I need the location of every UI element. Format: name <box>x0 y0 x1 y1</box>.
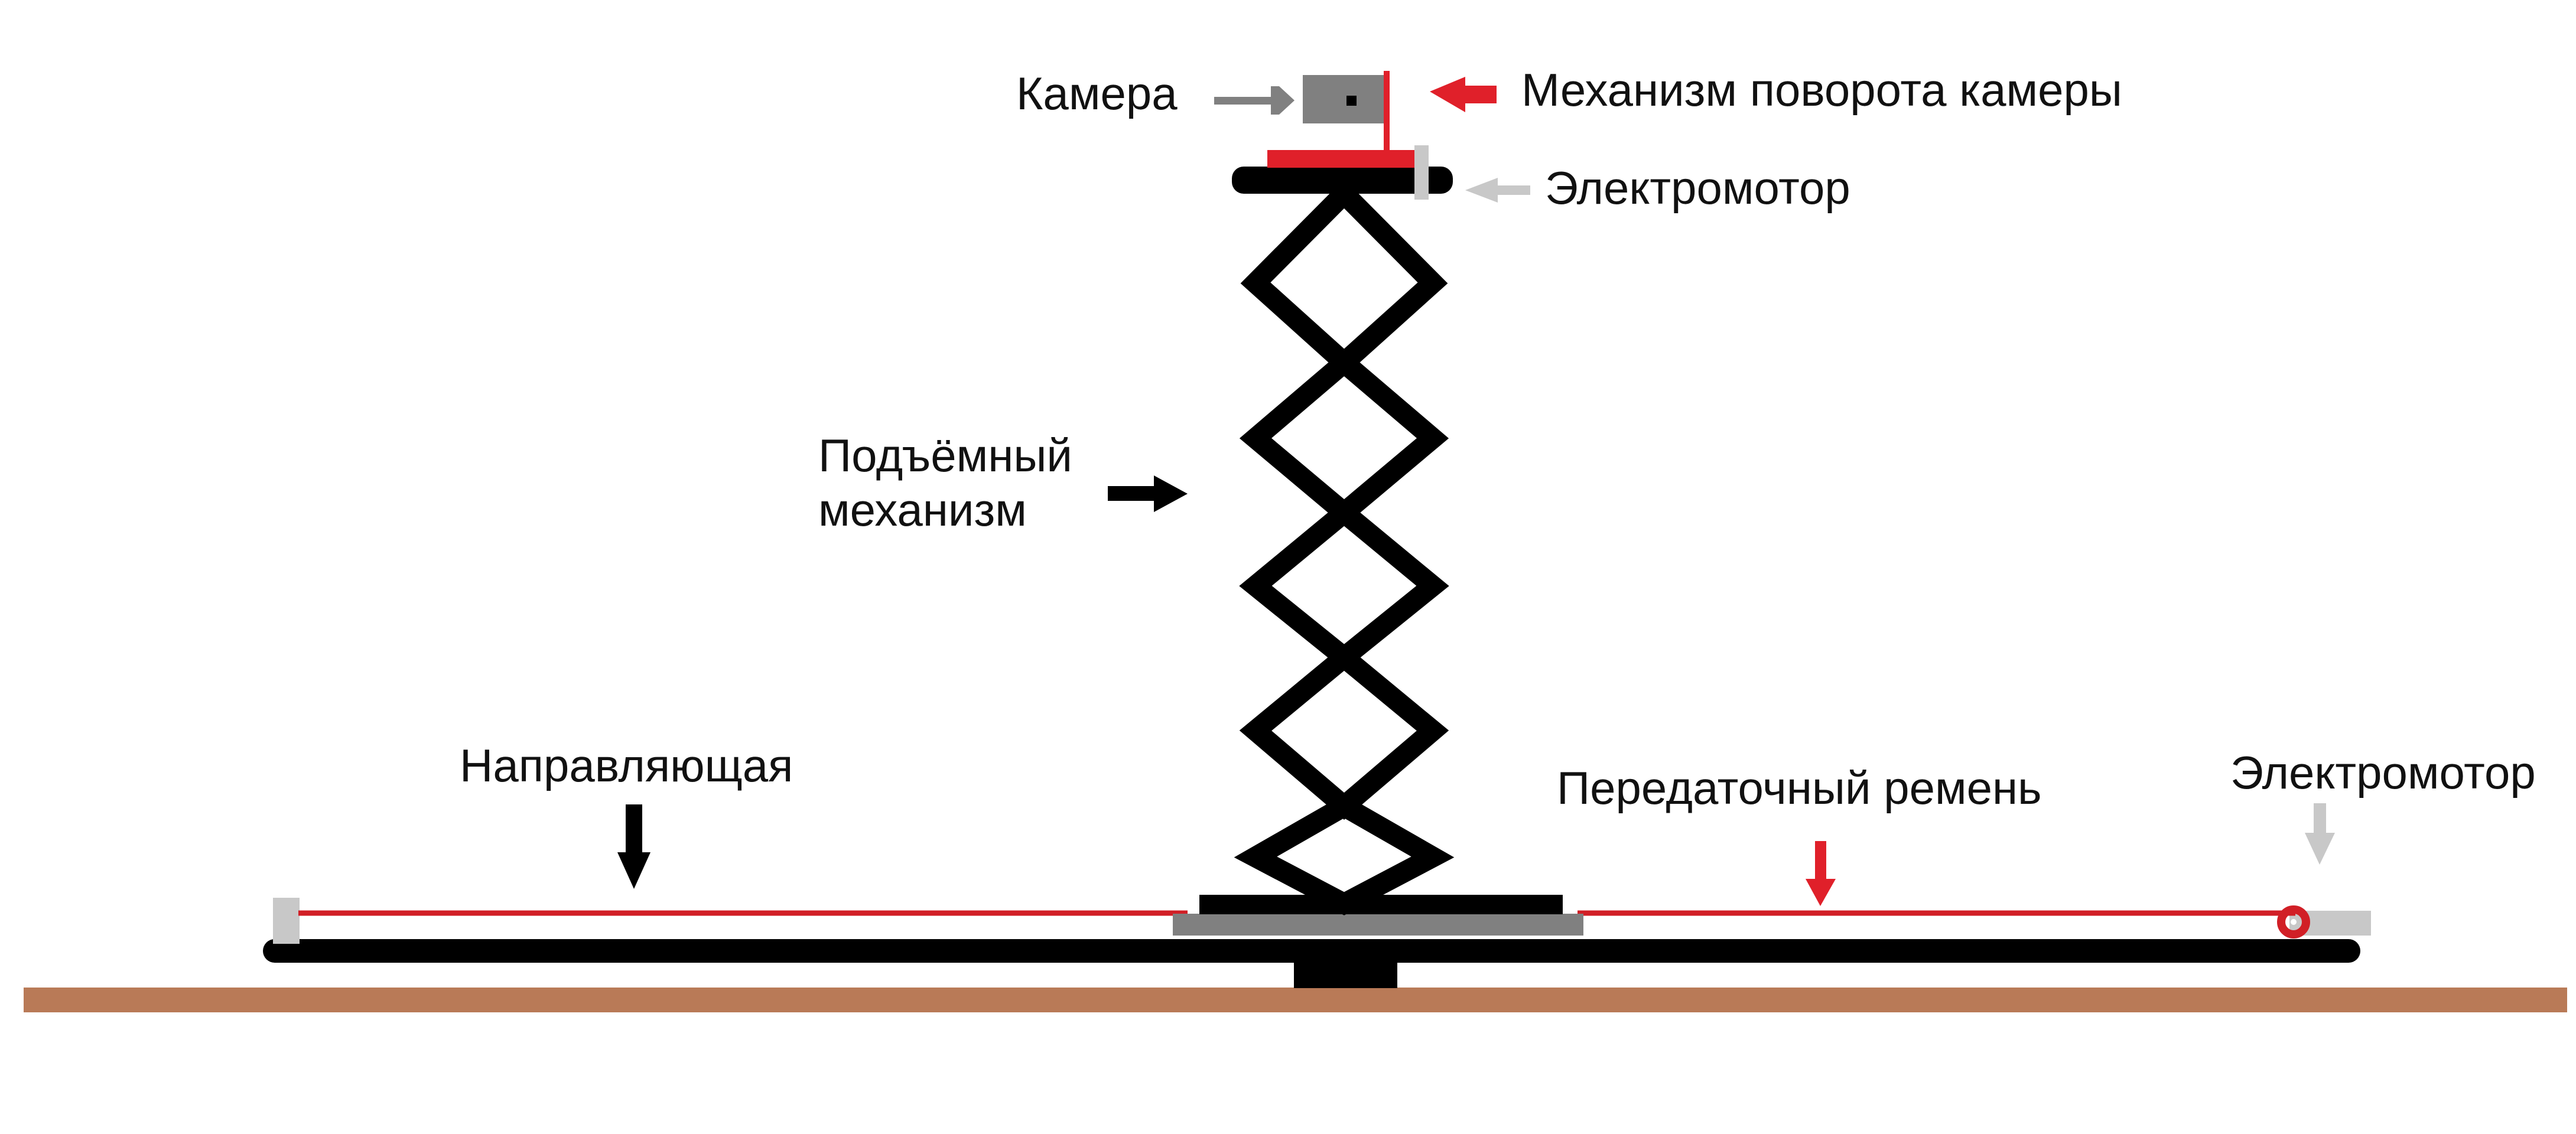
lift-arrow-icon <box>1108 475 1188 512</box>
floor-beam <box>24 988 2567 1012</box>
guide-arrow-icon <box>617 804 650 889</box>
right-motor-arrow-icon <box>2305 803 2335 865</box>
guide-rail <box>263 939 2360 963</box>
camera-rotation-label: Механизм поворота камеры <box>1521 64 2122 116</box>
top-motor <box>1414 145 1429 200</box>
camera-rotation-shaft <box>1384 71 1390 157</box>
top-motor-arrow-icon <box>1465 178 1530 203</box>
lift-label-line-1: Подъёмный <box>818 429 1072 481</box>
lift-platform <box>1232 167 1453 194</box>
drive-belt-label: Передаточный ремень <box>1557 762 2042 814</box>
camera-icon <box>1303 75 1384 123</box>
camera-arrow-icon <box>1214 86 1294 115</box>
carriage-plate <box>1173 914 1583 936</box>
lift-label-line-2: механизм <box>818 484 1027 536</box>
camera-label: Камера <box>1016 67 1178 119</box>
rotation-arrow-icon <box>1430 77 1497 112</box>
belt-arrow-icon <box>1806 841 1836 906</box>
guide-rail-label: Направляющая <box>460 739 793 791</box>
left-pulley <box>273 898 300 944</box>
belt-pulley-icon <box>2277 905 2310 939</box>
right-motor-label: Электромотор <box>2230 747 2536 799</box>
top-motor-label: Электромотор <box>1545 162 1850 214</box>
lift-mechanism-label: Подъёмный механизм <box>818 428 1072 537</box>
carriage-top-plate <box>1199 895 1563 914</box>
camera-base <box>1267 150 1424 168</box>
scissor-lift <box>1234 179 1455 915</box>
